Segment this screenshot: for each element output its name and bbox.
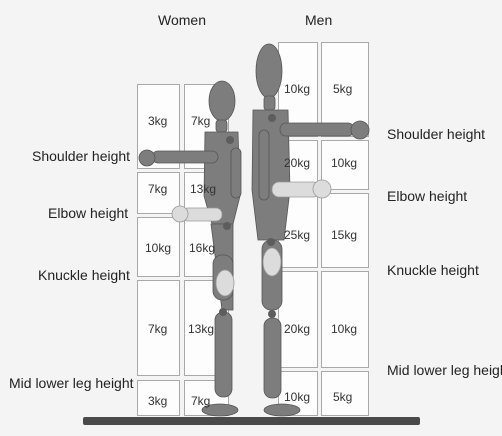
women-knuckle-midleg-back-weight: 13kg [188, 322, 214, 336]
women-shoulder-elbow-back-weight: 13kg [190, 182, 216, 196]
men-below-midleg-front-weight: 10kg [284, 390, 310, 404]
women-below-midleg-front-weight: 3kg [148, 394, 167, 408]
men-knuckle-midleg-front-weight: 20kg [284, 322, 310, 336]
men-above-shoulder-back-weight: 5kg [333, 82, 352, 96]
women-above-shoulder-back-weight: 7kg [191, 114, 210, 128]
women-elbow-knuckle-back-weight: 16kg [189, 241, 215, 255]
men-knuckle-midleg-back-weight: 10kg [331, 322, 357, 336]
men-elbow-knuckle-front-weight: 25kg [284, 228, 310, 242]
men-above-shoulder-front-weight: 10kg [284, 82, 310, 96]
men-shoulder-elbow-back-weight: 10kg [331, 156, 357, 170]
women-below-midleg-back-weight: 7kg [191, 394, 210, 408]
men-shoulder-elbow-front-weight: 20kg [284, 156, 310, 170]
women-above-shoulder-front-weight: 3kg [148, 114, 167, 128]
men-below-midleg-back-weight: 5kg [333, 390, 352, 404]
women-elbow-knuckle-front-weight: 10kg [145, 241, 171, 255]
women-knuckle-midleg-front-weight: 7kg [148, 322, 167, 336]
women-shoulder-elbow-front-weight: 7kg [148, 182, 167, 196]
men-elbow-knuckle-back-weight: 15kg [331, 228, 357, 242]
